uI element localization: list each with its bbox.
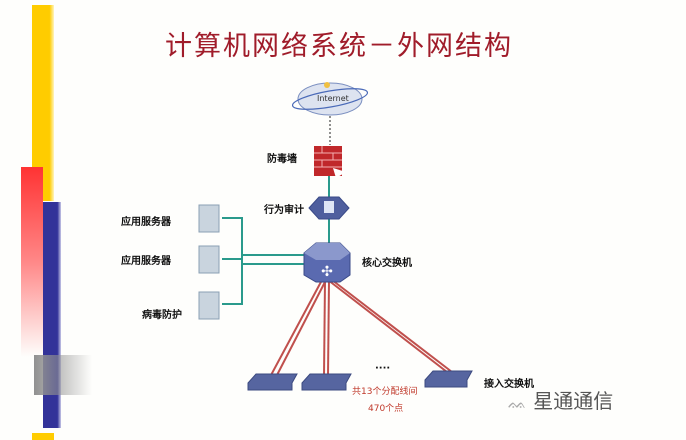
server-label-2: 应用服务器: [121, 256, 171, 267]
ellipsis: ····: [375, 363, 391, 374]
note-line-1: 共13个分配线间: [352, 387, 418, 397]
page-title: 计算机网络系统－外网结构: [165, 31, 513, 62]
access-link-2a: [323, 279, 326, 377]
note-line-2: 470个点: [368, 404, 404, 414]
watermark: ᨐ 星通通信: [508, 385, 613, 414]
internet-cloud-icon: [291, 82, 369, 116]
server-label-1: 应用服务器: [121, 217, 171, 228]
access-link-2b: [327, 279, 330, 377]
gray-bar: [34, 355, 92, 395]
core-switch-icon: ✣: [303, 242, 351, 283]
access-link-1a: [269, 279, 323, 378]
audit-device-icon: [308, 196, 350, 220]
wechat-icon: ᨐ: [508, 393, 527, 412]
access-switch-label: 接入交换机: [484, 379, 534, 390]
access-link-3a: [327, 279, 448, 373]
core-switch-label: 核心交换机: [362, 258, 412, 269]
audit-label: 行为审计: [264, 205, 304, 216]
yellow-bar: [32, 5, 54, 201]
yellow-bar-bottom: [32, 433, 54, 440]
internet-label: Internet: [317, 94, 349, 103]
red-bar: [21, 167, 43, 357]
access-link-3b: [331, 279, 453, 373]
access-switch-icon: [247, 370, 473, 391]
access-link-1b: [275, 279, 327, 378]
antivirus-label: 病毒防护: [142, 310, 182, 321]
watermark-text: 星通通信: [533, 389, 614, 413]
firewall-label: 防毒墙: [267, 154, 297, 165]
server-bus: [222, 217, 243, 305]
svg-text:✣: ✣: [321, 264, 333, 280]
firewall-icon: [314, 146, 346, 178]
server-icon: [198, 204, 220, 320]
